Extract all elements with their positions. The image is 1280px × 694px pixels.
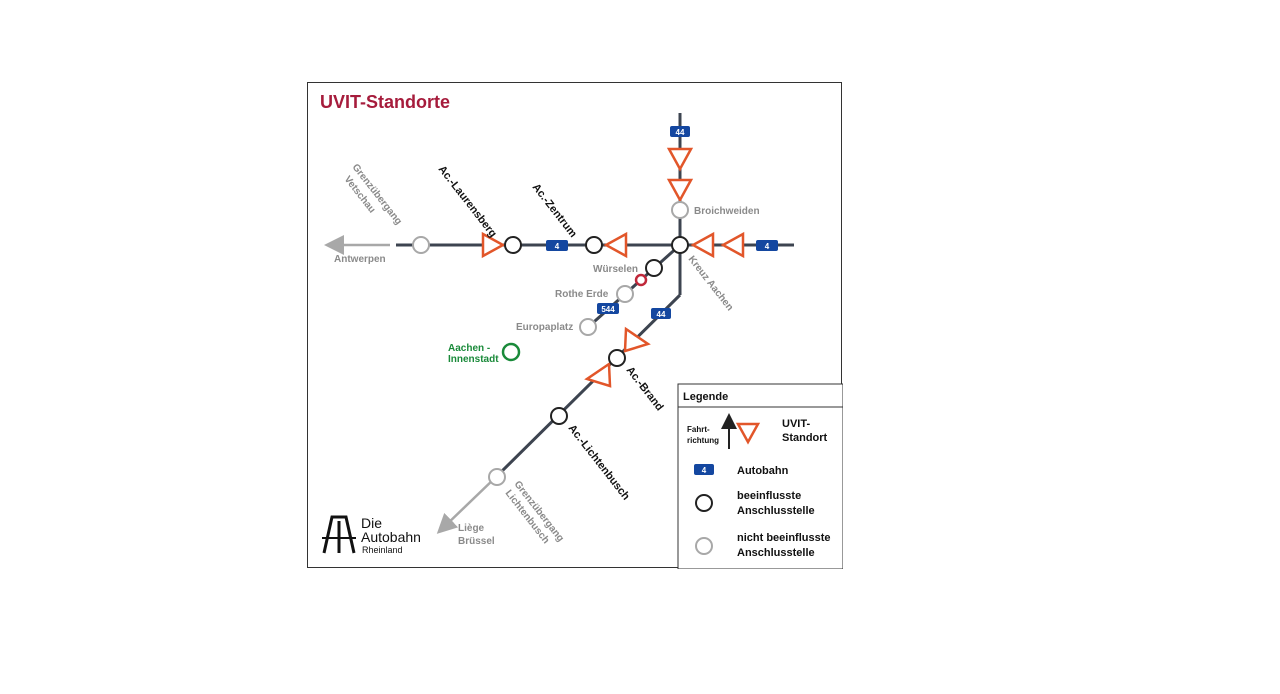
label-lichtenbusch: Ac.-Lichtenbusch (566, 422, 632, 502)
legend-fahrtrichtung-2: richtung (687, 436, 719, 445)
junction-kreuz-aachen (671, 236, 689, 254)
label-antwerpen: Antwerpen (334, 254, 386, 265)
junction-brand (608, 349, 626, 367)
uvit-triangle-laurensberg (481, 231, 506, 259)
label-kreuz-aachen: Kreuz Aachen (686, 254, 736, 313)
junction-europaplatz (579, 318, 597, 336)
legend-affected-1: beeinflusste (737, 490, 801, 502)
road-a44-south-arrow (436, 476, 497, 534)
junction-innenstadt (501, 342, 521, 362)
legend-uvit-1: UVIT- (782, 418, 810, 430)
junction-lichtenbusch (550, 407, 568, 425)
legend-autobahn: Autobahn (737, 465, 789, 477)
shield-a4-center: 4 (546, 240, 568, 251)
label-innenstadt-2: Innenstadt (448, 354, 499, 365)
shield-label: 4 (702, 466, 707, 475)
junction-zentrum (585, 236, 603, 254)
shield-a44-north: 44 (670, 126, 690, 137)
autobahn-logo-icon (322, 515, 356, 554)
legend-uvit-triangle (735, 422, 761, 445)
legend-heading: Legende (683, 391, 728, 403)
shield-a4-east: 4 (756, 240, 778, 251)
junction-red-marker (634, 273, 648, 287)
legend: Legende Fahrt- richtung UVIT- Standort 4… (677, 383, 843, 569)
junction-wuerselen (645, 259, 663, 277)
uvit-triangle-a44-brand-north (623, 326, 651, 353)
autobahn-logo: Die Autobahn Rheinland (322, 515, 421, 555)
label-broichweiden: Broichweiden (694, 206, 760, 217)
label-innenstadt-1: Aachen - (448, 343, 490, 354)
junction-laurensberg (504, 236, 522, 254)
road-a44-south (494, 293, 682, 479)
label-bruessel: Brüssel (458, 536, 495, 547)
label-brand: Ac.-Brand (624, 364, 666, 413)
shield-label: 4 (555, 242, 560, 251)
label-europaplatz: Europaplatz (516, 322, 573, 333)
shield-label: 4 (765, 242, 770, 251)
shield-a44-south: 44 (651, 308, 671, 319)
legend-unaffected-2: Anschlusstelle (737, 547, 815, 559)
logo-text-die: Die (361, 515, 382, 531)
legend-affected-circle (695, 494, 713, 512)
logo-text-rheinland: Rheinland (362, 545, 403, 555)
label-rothe-erde: Rothe Erde (555, 289, 609, 300)
junction-broichweiden (671, 201, 689, 219)
legend-uvit-2: Standort (782, 432, 828, 444)
junction-vetschau-unaffected (412, 236, 430, 254)
map-canvas: UVIT-Standorte (320, 92, 843, 569)
label-zentrum: Ac.-Zentrum (530, 181, 579, 240)
uvit-triangle-a4-east-2 (720, 231, 745, 259)
shield-label: 44 (657, 310, 666, 319)
label-wuerselen: Würselen (593, 264, 638, 275)
junction-lichtenbusch-border (488, 468, 506, 486)
uvit-triangle-a44-brand-south (584, 361, 612, 388)
map-frame: UVIT-Standorte (307, 82, 843, 569)
shield-label: 544 (601, 305, 615, 314)
uvit-triangle-zentrum (603, 231, 628, 259)
legend-shield (694, 464, 714, 475)
legend-unaffected-1: nicht beeinflusste (737, 532, 831, 544)
junctions (412, 201, 689, 486)
legend-fahrtrichtung-1: Fahrt- (687, 425, 710, 434)
logo-text-autobahn: Autobahn (361, 529, 421, 545)
uvit-markers (481, 147, 745, 388)
uvit-triangle-a44-north-1 (666, 147, 694, 172)
road-a544 (585, 243, 681, 331)
shield-a544: 544 (597, 303, 619, 314)
uvit-triangle-a44-north-2 (666, 178, 694, 203)
label-liege: Liège (458, 523, 485, 534)
shield-label: 44 (676, 128, 685, 137)
uvit-triangle-a4-east-1 (690, 231, 715, 259)
label-laurensberg: Ac.-Laurensberg (436, 163, 499, 239)
legend-affected-2: Anschlusstelle (737, 505, 815, 517)
map-title: UVIT-Standorte (320, 92, 450, 112)
legend-unaffected-circle (695, 537, 713, 555)
junction-rothe-erde (616, 285, 634, 303)
